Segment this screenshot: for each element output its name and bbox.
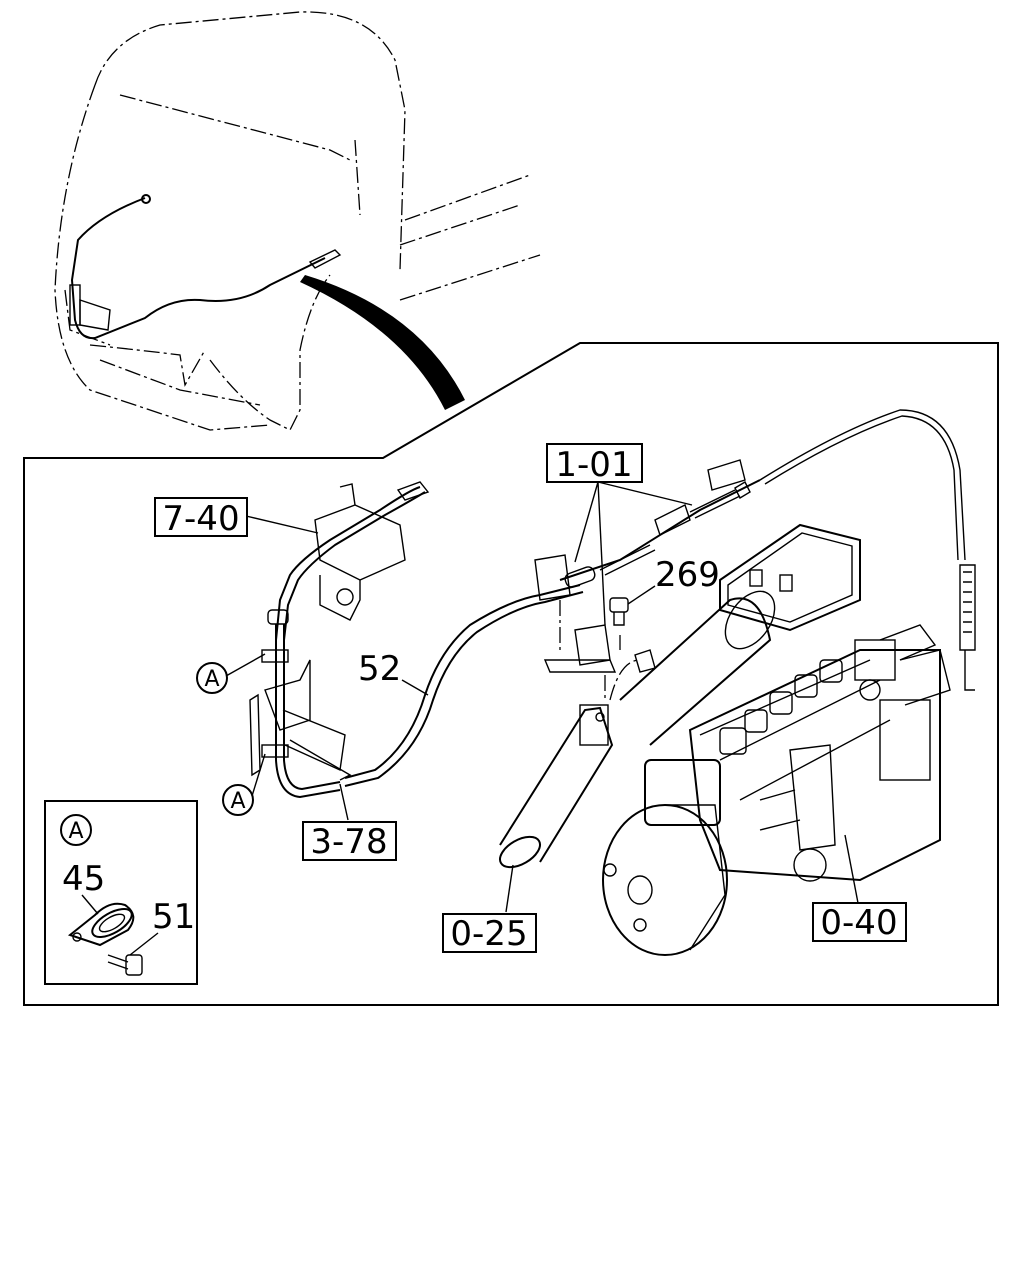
injection-pump (602, 523, 951, 956)
truck-cab-overview (54, 11, 541, 431)
intake-pipe (499, 590, 776, 869)
label-0-25: 0-25 (450, 914, 527, 954)
inset-detail-a: A 45 51 (44, 800, 198, 985)
detail-marker-upper-label: A (204, 667, 219, 692)
label-3-78: 3-78 (310, 822, 387, 862)
bolt-269 (609, 597, 629, 626)
leader-lines (225, 481, 859, 913)
label-1-01: 1-01 (555, 445, 632, 485)
label-52: 52 (358, 649, 401, 689)
detail-marker-lower (222, 784, 254, 816)
cable-adjuster (559, 409, 976, 691)
callout-box-7-40 (154, 497, 248, 537)
inset-title: A (68, 819, 83, 844)
callout-arrow (300, 275, 465, 410)
cab-bracket-assembly (249, 481, 430, 799)
throttle-cable (344, 584, 581, 779)
label-51: 51 (152, 897, 195, 937)
label-0-40: 0-40 (820, 903, 897, 943)
detail-frame (23, 342, 999, 1006)
callout-box-0-40 (812, 902, 907, 942)
detail-marker-upper (196, 662, 228, 694)
callout-box-1-01 (546, 443, 643, 483)
callout-box-0-25 (442, 913, 537, 953)
cable-bracket (534, 554, 621, 700)
detail-marker-lower-label: A (230, 789, 245, 814)
label-7-40: 7-40 (162, 499, 239, 539)
label-269: 269 (655, 555, 720, 595)
callout-box-3-78 (302, 821, 397, 861)
label-45: 45 (62, 859, 105, 899)
